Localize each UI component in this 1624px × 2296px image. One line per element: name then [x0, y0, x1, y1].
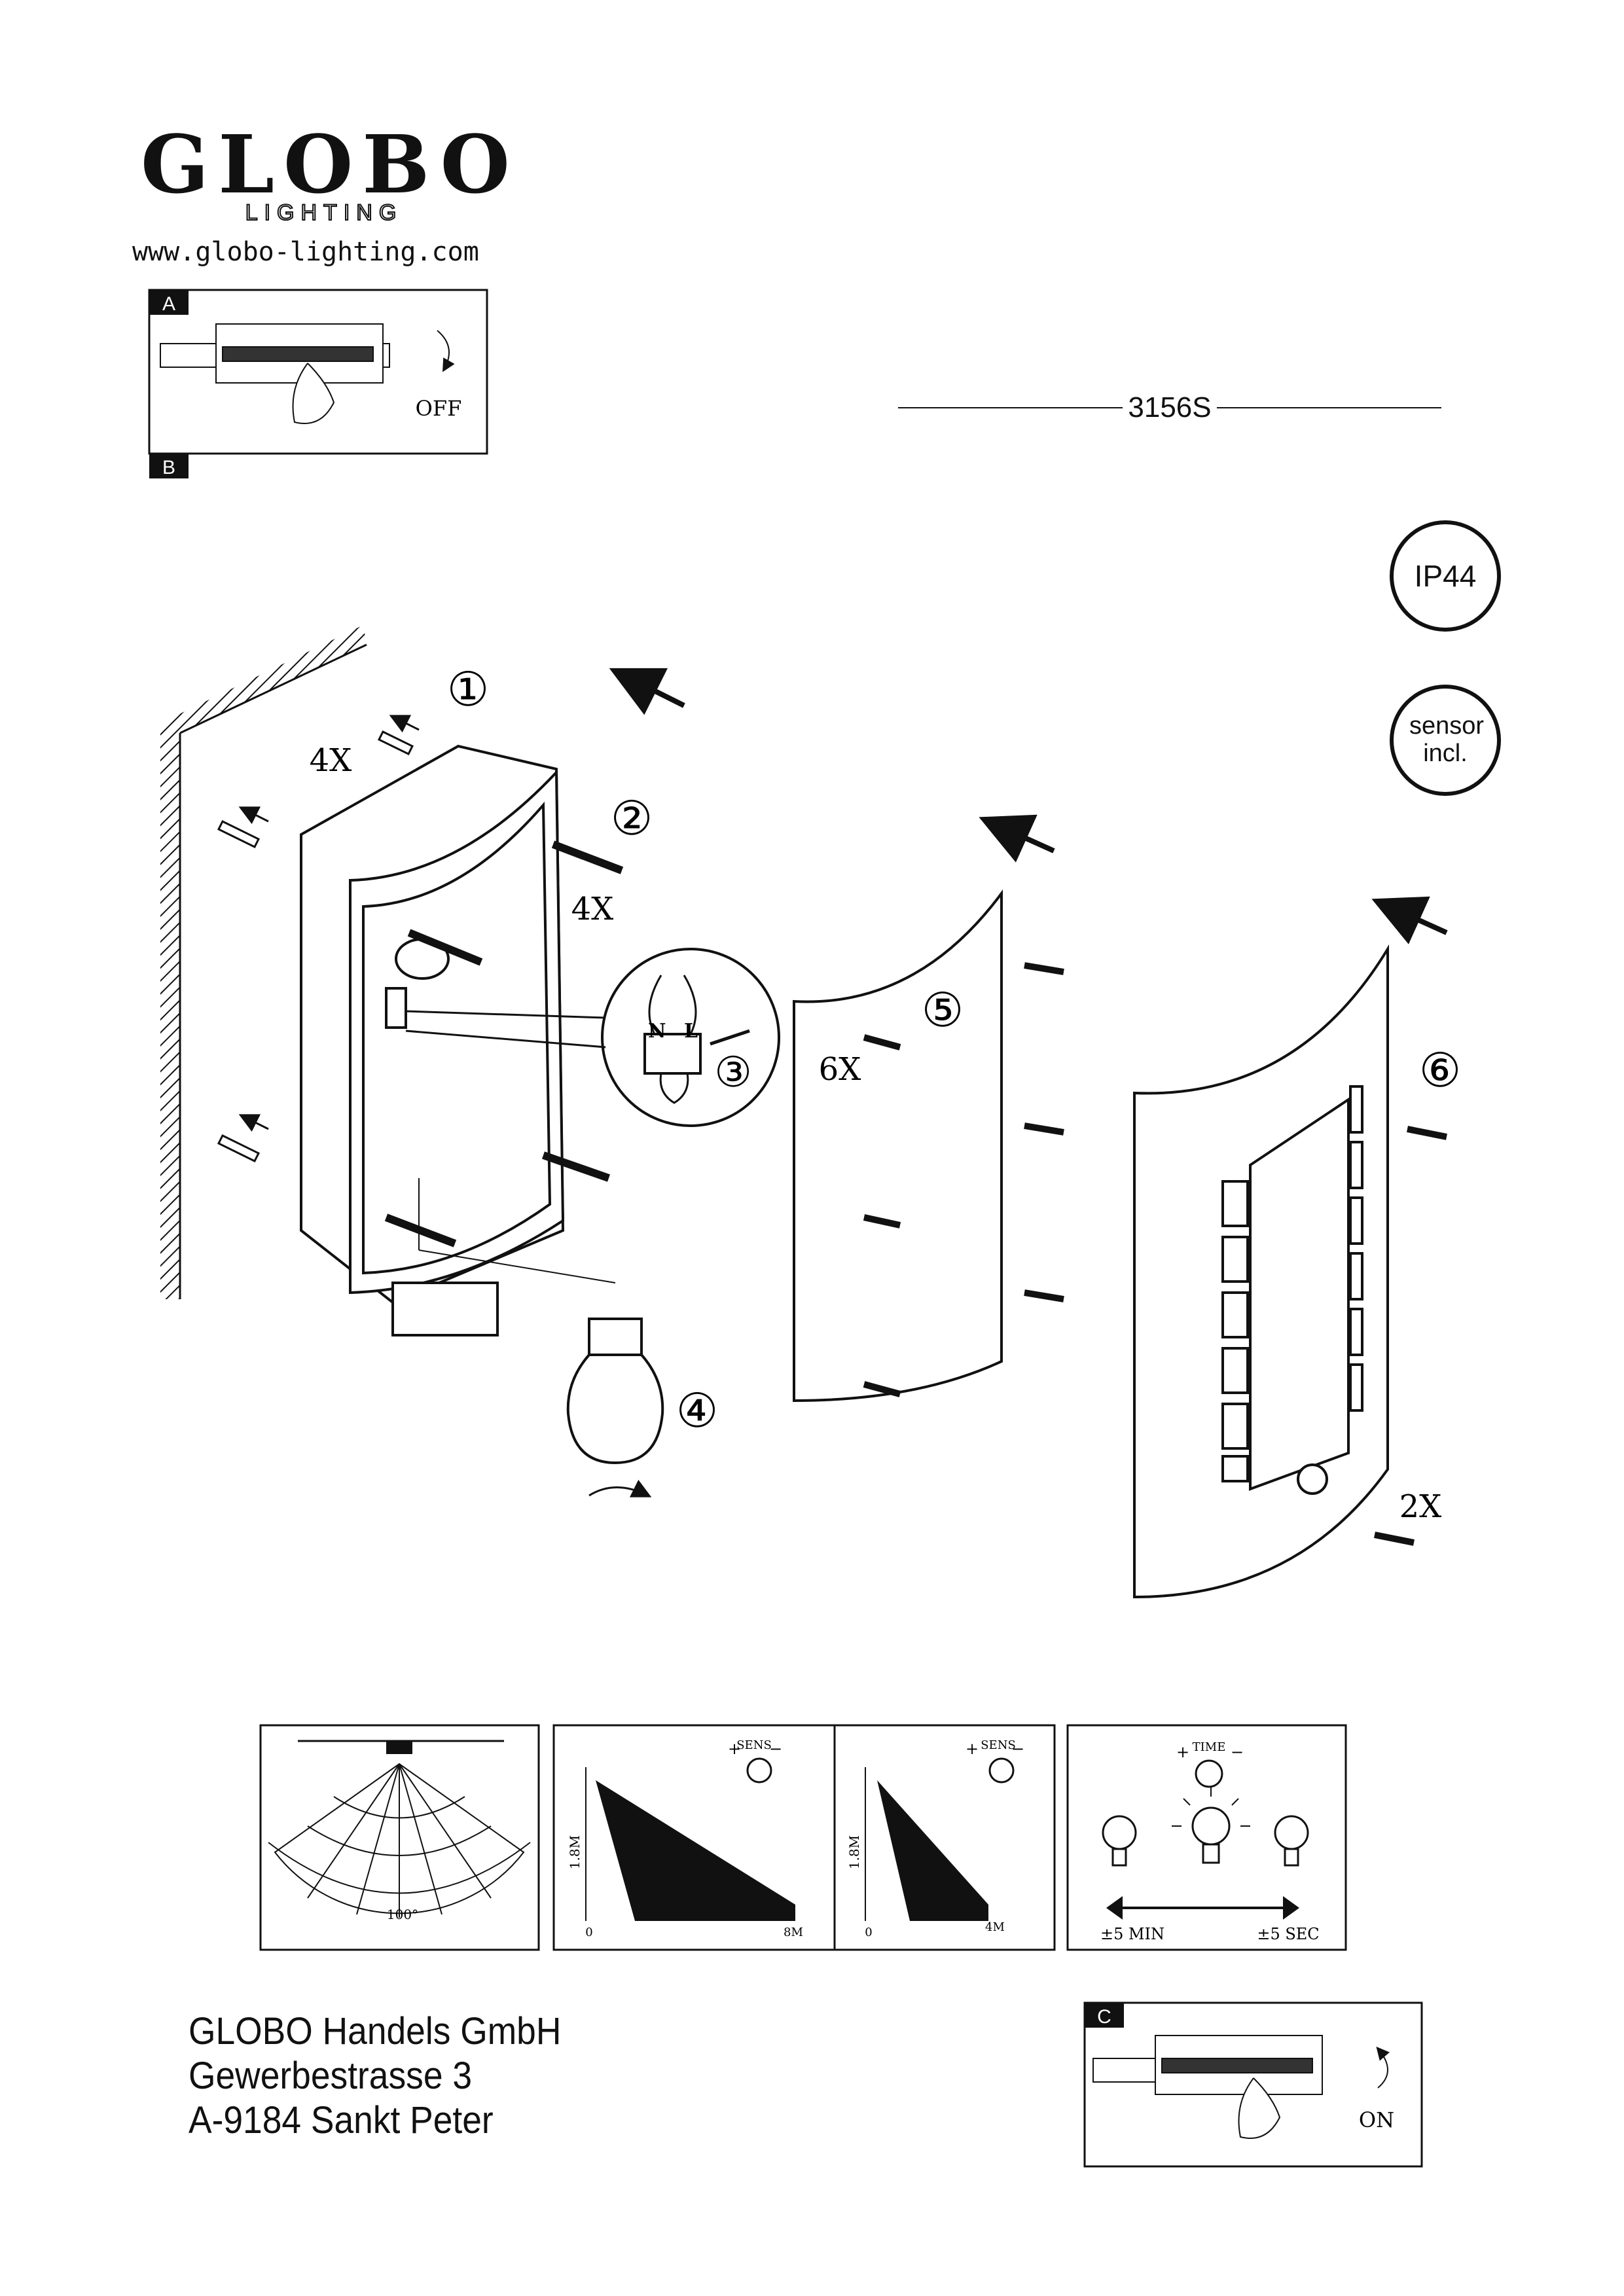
- time-panel: TIME + − ±5 MIN ±5 SEC: [1066, 1724, 1347, 1951]
- step-5-arrow-icon: [979, 814, 1055, 863]
- screwdriver-icon: [710, 1029, 750, 1046]
- breaker-off-panel: A B OFF: [148, 289, 488, 478]
- model-label: 3156S: [1128, 391, 1212, 423]
- model-rule-left: [898, 407, 1123, 408]
- back-plate: [793, 889, 1003, 1403]
- live-label: L: [684, 1020, 698, 1043]
- model-number: 3156S: [898, 391, 1442, 424]
- company-address: GLOBO Handels GmbH Gewerbestrasse 3 A-91…: [189, 2009, 561, 2143]
- panel-b-tag: B: [162, 457, 175, 478]
- range-near-label: 4M: [985, 1920, 1005, 1934]
- sensor-angle-panel: 100°: [259, 1724, 540, 1951]
- step-2-number: ②: [611, 791, 653, 846]
- turn-off-arrow-icon: [437, 330, 455, 372]
- model-rule-right: [1216, 407, 1442, 408]
- sens-label-right: SENS: [981, 1738, 1016, 1752]
- brand-sub: LIGHTING: [245, 200, 403, 226]
- step-1-number: ①: [447, 662, 490, 717]
- brand-name: GLOBO: [141, 117, 519, 211]
- angle-label: 100°: [387, 1907, 418, 1922]
- step-6-number: ⑥: [1419, 1043, 1462, 1098]
- sens-minus-right: −: [1011, 1740, 1024, 1758]
- on-label: ON: [1359, 2108, 1394, 2132]
- sensor-badge: sensor incl.: [1390, 685, 1501, 796]
- time-label: TIME: [1193, 1740, 1226, 1754]
- step-6-quantity: 2X: [1399, 1488, 1442, 1525]
- time-max-label: ±5 SEC: [1257, 1925, 1319, 1943]
- company-street: Gewerbestrasse 3: [189, 2054, 473, 2097]
- origin-label-left: 0: [585, 1926, 592, 1939]
- sens-dial-left-icon: [746, 1757, 772, 1784]
- hand-icon-on: [1238, 2077, 1281, 2139]
- step-5-number: ⑤: [922, 982, 964, 1037]
- step-2-quantity: 4X: [571, 891, 614, 927]
- panel-c-tag: C: [1097, 2006, 1111, 2028]
- bulb-on-icon: [1191, 1806, 1231, 1846]
- time-dial-icon: [1195, 1759, 1223, 1788]
- website-url[interactable]: www.globo-lighting.com: [132, 237, 479, 267]
- bulb-off-left-icon: [1102, 1815, 1137, 1850]
- step-1-arrow-icon: [609, 668, 685, 715]
- mount-screws: [384, 840, 624, 1247]
- shade-screws: [1374, 1126, 1447, 1546]
- time-minus: −: [1231, 1743, 1244, 1761]
- brand-logo: GLOBO LIGHTING: [141, 117, 519, 226]
- step-3-number: ③: [714, 1049, 751, 1097]
- time-plus: +: [1176, 1743, 1189, 1761]
- sens-plus-left: +: [728, 1740, 741, 1758]
- sensor-label: sensor incl.: [1409, 712, 1485, 767]
- lamp-housing: [300, 744, 565, 1336]
- wiring-detail: N L ③: [405, 948, 780, 1127]
- lamp-shade: [1133, 944, 1389, 1599]
- sens-dial-right-icon: [988, 1757, 1015, 1784]
- company-name: GLOBO Handels GmbH: [189, 2010, 562, 2053]
- wall: [160, 625, 367, 1299]
- turn-on-arrow-icon: [1376, 2046, 1390, 2089]
- light-bulb-icon: [566, 1318, 664, 1465]
- ip-rating-label: IP44: [1414, 559, 1477, 593]
- sens-label-left: SENS: [736, 1738, 772, 1752]
- height-label-left: 1.8M: [567, 1835, 583, 1869]
- bulb-off-right-icon: [1274, 1815, 1309, 1850]
- ip-rating-badge: IP44: [1390, 520, 1501, 632]
- breaker-block: [215, 323, 384, 384]
- company-city: A-9184 Sankt Peter: [189, 2099, 494, 2142]
- step-6-arrow-icon: [1371, 896, 1448, 944]
- sens-plus-right: +: [965, 1740, 979, 1758]
- time-min-label: ±5 MIN: [1100, 1925, 1164, 1943]
- off-label: OFF: [416, 396, 462, 421]
- neutral-label: N: [648, 1020, 666, 1043]
- range-far-label: 8M: [784, 1926, 803, 1939]
- breaker-on-panel: C ON: [1083, 2001, 1423, 2168]
- panel-a-tag: A: [162, 293, 175, 315]
- bulb-rays-icon: [1172, 1787, 1250, 1827]
- bulb-rotate-icon: [588, 1479, 652, 1498]
- sensitivity-panel: 1.8M 0 8M SENS + − 1.8M 0 4M SENS + −: [552, 1724, 1056, 1951]
- wall-plugs: [217, 715, 420, 1163]
- hand-icon: [292, 363, 335, 424]
- step-1-quantity: 4X: [310, 742, 352, 779]
- sens-minus-left: −: [769, 1740, 782, 1758]
- origin-label-right: 0: [865, 1926, 872, 1939]
- plate-screws: [863, 962, 1064, 1397]
- height-label-right: 1.8M: [846, 1835, 862, 1869]
- step-5-quantity: 6X: [819, 1051, 861, 1088]
- step-4-number: ④: [676, 1383, 719, 1438]
